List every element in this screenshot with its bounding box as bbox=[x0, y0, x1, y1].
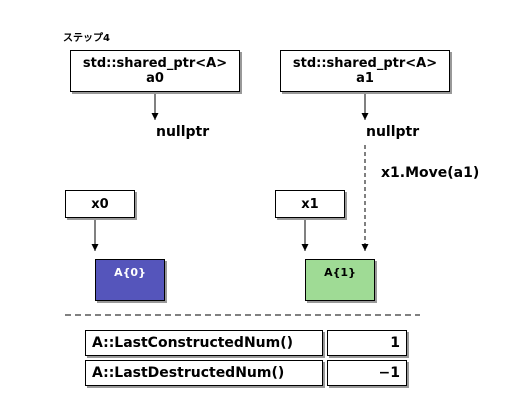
variable-name: x0 bbox=[91, 196, 109, 212]
table-row-name: A::LastDestructedNum() bbox=[85, 360, 323, 386]
move-call-label: x1.Move(a1) bbox=[381, 165, 480, 181]
shared-ptr-type: std::shared_ptr<A> bbox=[292, 56, 438, 71]
object-A0: A{0} bbox=[95, 259, 165, 301]
table-row-value: 1 bbox=[327, 330, 407, 356]
variable-box-x1: x1 bbox=[275, 190, 345, 218]
shared-ptr-name: a1 bbox=[356, 71, 374, 86]
table-row-value: −1 bbox=[327, 360, 407, 386]
step-label: ステップ4 bbox=[63, 33, 110, 44]
shared-ptr-box-a0: std::shared_ptr<A> a0 bbox=[70, 50, 240, 92]
shared-ptr-type: std::shared_ptr<A> bbox=[82, 56, 228, 71]
object-A1: A{1} bbox=[305, 259, 375, 301]
nullptr-label-a0: nullptr bbox=[156, 124, 210, 140]
variable-box-x0: x0 bbox=[65, 190, 135, 218]
nullptr-label-a1: nullptr bbox=[366, 124, 420, 140]
shared-ptr-box-a1: std::shared_ptr<A> a1 bbox=[280, 50, 450, 92]
variable-name: x1 bbox=[301, 196, 319, 212]
shared-ptr-name: a0 bbox=[146, 71, 164, 86]
table-row-name: A::LastConstructedNum() bbox=[85, 330, 323, 356]
